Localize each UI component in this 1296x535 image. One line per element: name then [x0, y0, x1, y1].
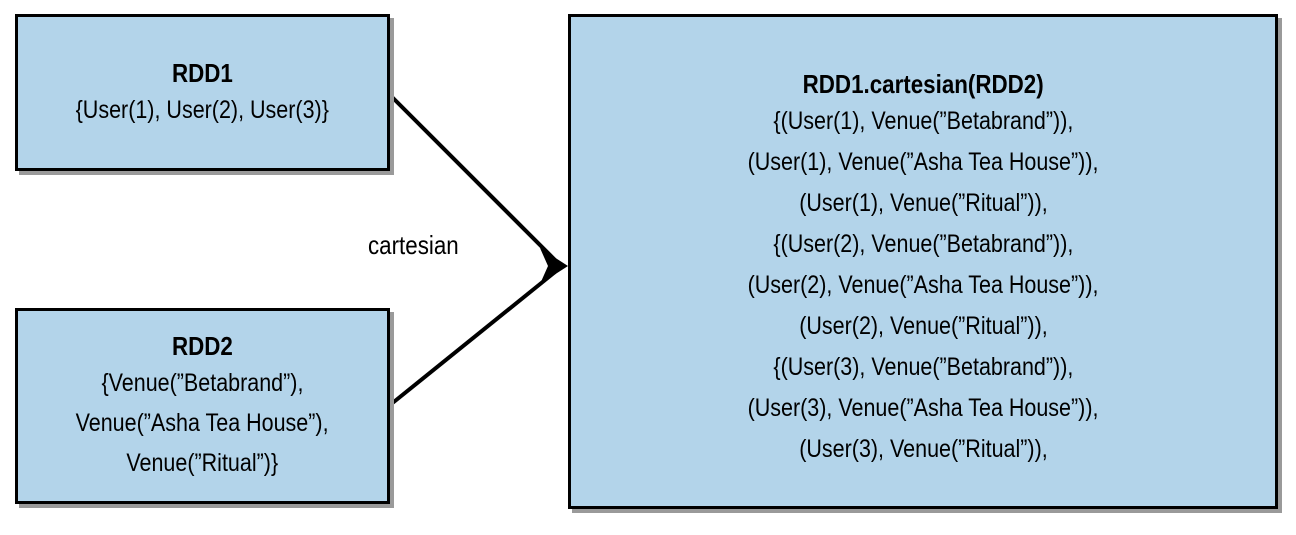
rdd1-title: RDD1: [172, 57, 233, 88]
rdd2-title: RDD2: [172, 331, 233, 361]
arrowhead: [540, 248, 568, 284]
rdd1-box: RDD1 {User(1), User(2), User(3)}: [15, 14, 390, 171]
result-box: RDD1.cartesian(RDD2) {(User(1), Venue(”B…: [568, 14, 1278, 509]
result-line: (User(1), Venue(”Ritual”)),: [798, 189, 1048, 217]
arrow-rdd2-to-result: [388, 270, 557, 407]
result-line: (User(1), Venue(”Asha Tea House”)),: [747, 148, 1099, 176]
rdd2-line: {Venue(”Betabrand”),: [101, 369, 304, 397]
result-line: {(User(2), Venue(”Betabrand”)),: [773, 230, 1073, 258]
result-line: (User(2), Venue(”Ritual”)),: [798, 312, 1048, 340]
result-line: {(User(3), Venue(”Betabrand”)),: [773, 353, 1073, 381]
result-line: (User(3), Venue(”Ritual”)),: [798, 435, 1048, 463]
rdd2-line: Venue(”Asha Tea House”),: [76, 409, 329, 437]
arrow-rdd1-to-result: [388, 93, 557, 262]
rdd1-content: {User(1), User(2), User(3)}: [75, 95, 330, 124]
rdd2-box: RDD2 {Venue(”Betabrand”), Venue(”Asha Te…: [15, 308, 390, 504]
result-title: RDD1.cartesian(RDD2): [802, 69, 1044, 99]
result-line: {(User(1), Venue(”Betabrand”)),: [773, 107, 1073, 135]
rdd2-line: Venue(”Ritual”)}: [126, 449, 279, 477]
result-line: (User(2), Venue(”Asha Tea House”)),: [747, 271, 1099, 299]
cartesian-edge-label: cartesian: [368, 230, 459, 260]
result-line: (User(3), Venue(”Asha Tea House”)),: [747, 394, 1099, 422]
